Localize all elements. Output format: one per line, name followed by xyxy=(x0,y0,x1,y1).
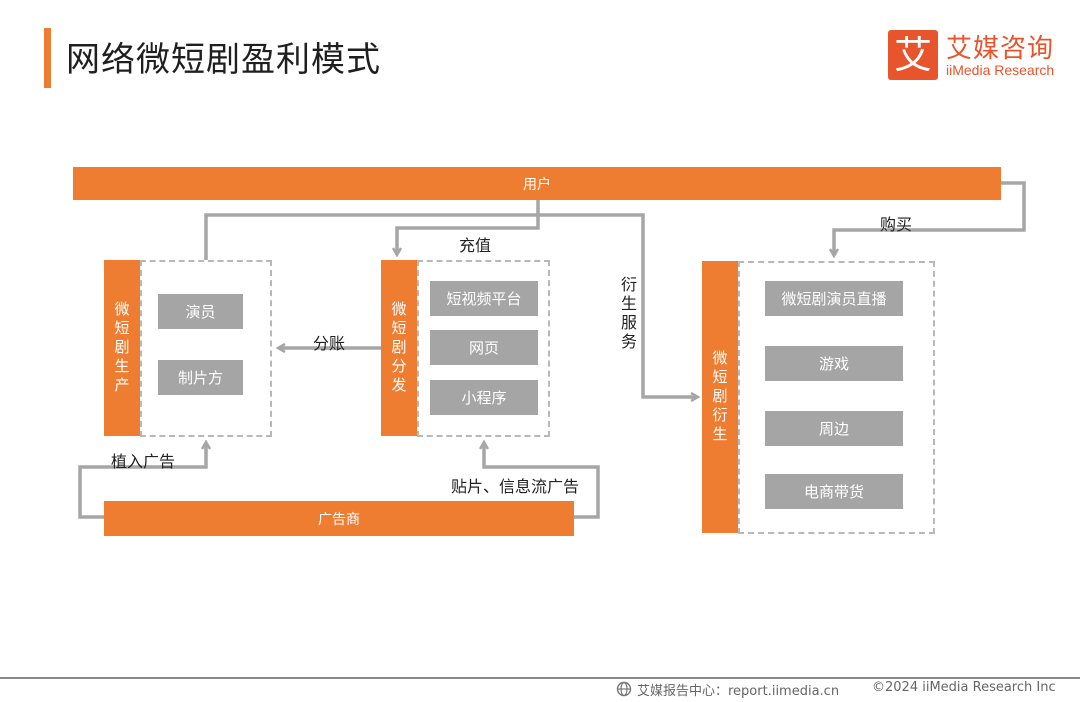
production-group xyxy=(140,260,272,437)
distribution-item: 短视频平台 xyxy=(430,281,538,316)
edge-label-purchase: 购买 xyxy=(880,215,913,234)
derivative-label: 微短剧衍生 xyxy=(702,261,738,533)
edge-purchase xyxy=(834,181,1026,255)
edge-user-production xyxy=(204,213,538,260)
edge-label-recharge: 充值 xyxy=(459,236,492,255)
distribution-item: 小程序 xyxy=(430,380,538,415)
title-accent-bar xyxy=(44,28,51,88)
edge-patch-ads xyxy=(484,443,600,519)
production-label: 微短剧生产 xyxy=(104,260,140,436)
derivative-item: 电商带货 xyxy=(765,474,903,509)
globe-icon xyxy=(616,681,632,697)
logo-mark: 艾 xyxy=(888,30,938,80)
user-node: 用户 xyxy=(73,167,1001,200)
production-item: 制片方 xyxy=(158,360,243,395)
distribution-item: 网页 xyxy=(430,330,538,365)
edge-embedded-ads xyxy=(78,443,206,519)
edge-label-derivative-service: 衍生服务 xyxy=(618,276,637,352)
derivative-group xyxy=(738,261,935,534)
footer-divider xyxy=(0,677,1080,679)
advertiser-node: 广告商 xyxy=(104,501,574,536)
derivative-item: 微短剧演员直播 xyxy=(765,281,903,316)
edge-label-patch-ads: 贴片、信息流广告 xyxy=(451,477,580,496)
edge-label-revenue-share: 分账 xyxy=(313,334,346,353)
distribution-label: 微短剧分发 xyxy=(381,260,417,436)
logo-name-cn: 艾媒咨询 xyxy=(946,34,1055,64)
logo-name-en: iiMedia Research xyxy=(946,62,1055,78)
page-title: 网络微短剧盈利模式 xyxy=(66,40,381,80)
distribution-group xyxy=(417,260,550,437)
footer-copyright: ©2024 iiMedia Research Inc xyxy=(872,680,1056,695)
edge-label-embedded-ads: 植入广告 xyxy=(111,452,176,471)
edge-derivative-service xyxy=(538,213,697,397)
derivative-item: 游戏 xyxy=(765,346,903,381)
production-item: 演员 xyxy=(158,294,243,329)
derivative-item: 周边 xyxy=(765,411,903,446)
footer-source: 艾媒报告中心：report.iimedia.cn xyxy=(637,684,840,699)
